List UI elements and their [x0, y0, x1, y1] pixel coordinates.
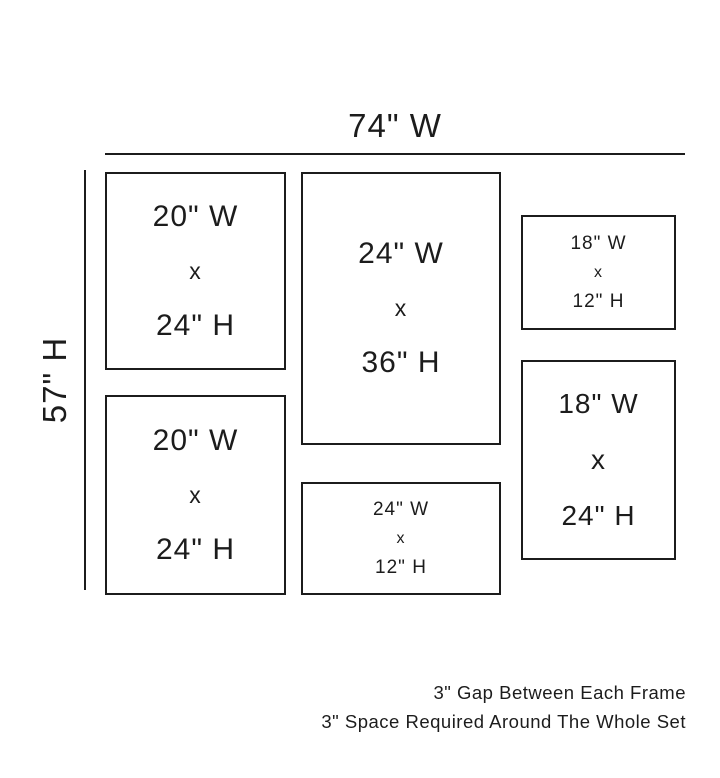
frame-width-text: 18" W: [558, 388, 639, 419]
frame-width-text: 20" W: [152, 199, 239, 233]
frame-x-separator: x: [394, 295, 408, 321]
frame-width-text: 24" W: [358, 237, 444, 270]
total-height-label: 57" H: [36, 336, 73, 424]
frame-20x24-bottom-left: 20" W x 24" H: [105, 395, 286, 595]
frame-x-separator: x: [189, 257, 202, 284]
frame-height-text: 12" H: [375, 556, 427, 578]
frame-x-separator: x: [189, 481, 202, 508]
frame-width-text: 20" W: [152, 423, 239, 457]
frame-18x24-right-bottom: 18" W x 24" H: [521, 360, 676, 560]
total-height-dimension-line: [84, 170, 86, 590]
frame-width-text: 24" W: [372, 498, 430, 520]
total-width-label: 74" W: [348, 107, 442, 144]
note-space-around-set: 3" Space Required Around The Whole Set: [321, 711, 686, 732]
frame-18x12-right-top: 18" W x 12" H: [521, 215, 676, 330]
note-gap-between-frames: 3" Gap Between Each Frame: [433, 682, 686, 703]
frame-height-text: 36" H: [361, 346, 441, 379]
frame-width-text: 18" W: [570, 232, 627, 254]
frame-x-separator: x: [591, 444, 606, 475]
frame-height-text: 24" H: [561, 500, 636, 531]
frame-height-text: 12" H: [572, 290, 625, 312]
frame-x-separator: x: [594, 263, 603, 281]
frame-24x36-center: 24" W x 36" H: [301, 172, 501, 445]
layout-notes: 3" Gap Between Each Frame 3" Space Requi…: [321, 678, 686, 736]
frame-20x24-top-left: 20" W x 24" H: [105, 172, 286, 370]
total-width-dimension-line: [105, 153, 685, 155]
frame-height-text: 24" H: [155, 308, 236, 342]
frame-height-text: 24" H: [155, 532, 236, 566]
frame-24x12-center-bottom: 24" W x 12" H: [301, 482, 501, 595]
frame-x-separator: x: [396, 529, 406, 547]
